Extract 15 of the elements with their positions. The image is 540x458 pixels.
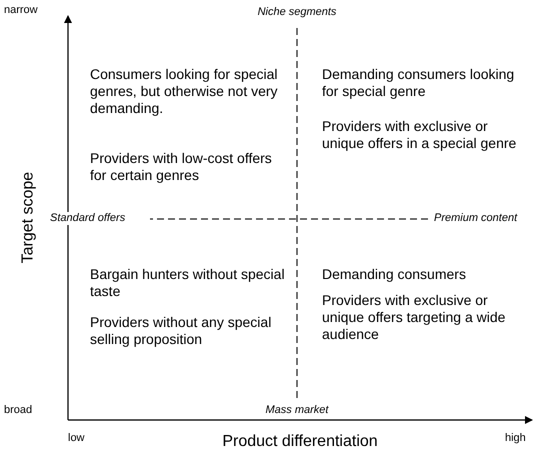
axis-end-label: broad — [4, 404, 32, 418]
axis-end-label: low — [68, 432, 85, 446]
quadrant-text: Bargain hunters without special taste — [90, 266, 286, 300]
quadrant-text: Providers with exclusive or unique offers targeting a wide audience — [322, 292, 506, 342]
segment-label: Standard offers — [50, 212, 150, 226]
axis-title: Product differentiation — [221, 432, 379, 452]
quadrant-text: Demanding consumers looking for special genre — [322, 66, 516, 100]
quadrant-text: Consumers looking for special genres, but otherwise not very demanding. — [90, 66, 279, 116]
quadrant-text: Demanding consumers — [322, 266, 467, 283]
axis-end-label: high — [505, 432, 526, 446]
quadrant-text: Providers without any special selling proposition — [90, 314, 272, 348]
axis-title: Target scope — [18, 170, 38, 266]
axis-end-label: narrow — [4, 4, 38, 18]
quadrant-text: Providers with exclusive or unique offers in a special genre — [322, 118, 518, 152]
quadrant-text: Providers with low-cost offers for certain genres — [90, 150, 273, 184]
